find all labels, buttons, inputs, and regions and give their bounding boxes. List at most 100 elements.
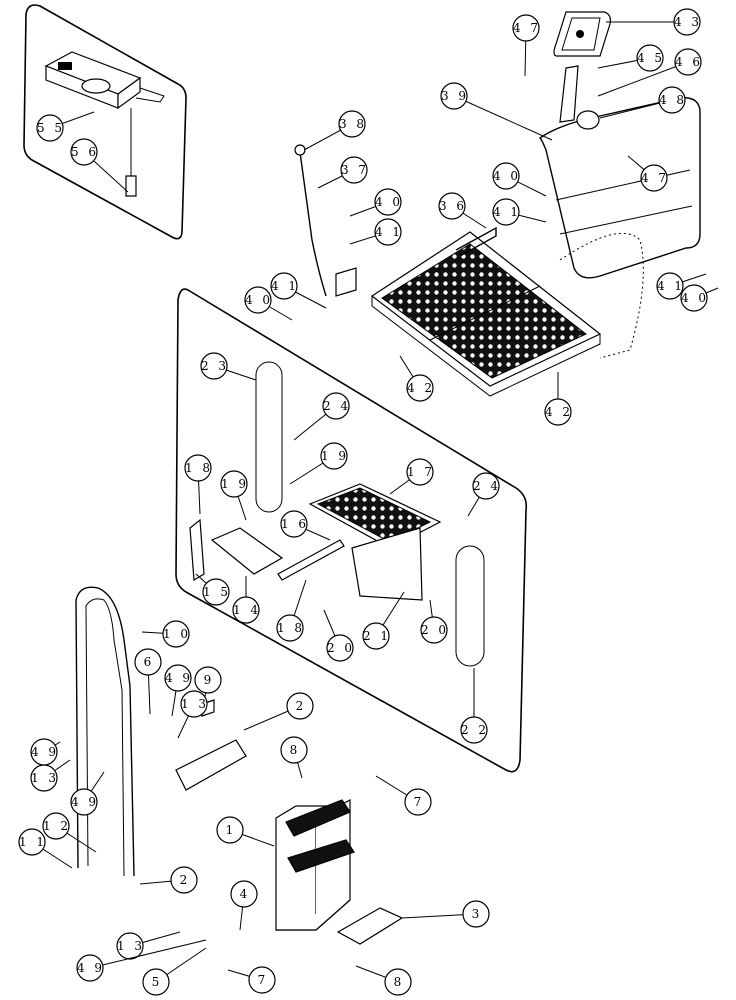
- callout-balloon: [656, 272, 684, 300]
- callout-18: 1 8: [276, 579, 307, 642]
- callout-15: 1 5: [195, 573, 231, 606]
- callout-balloon: [406, 374, 434, 402]
- leader-line: [597, 61, 689, 97]
- callout-number: 4 5: [637, 51, 665, 65]
- callout-40: 4 0: [244, 286, 293, 321]
- callout-balloon: [162, 620, 190, 648]
- callout-balloon: [680, 284, 708, 312]
- callout-balloon: [216, 816, 244, 844]
- callout-number: 4 6: [675, 55, 703, 69]
- side-step: [210, 527, 284, 575]
- callout-balloon: [322, 392, 350, 420]
- callout-balloon: [30, 764, 58, 792]
- callout-balloon: [492, 162, 520, 190]
- support-strap: [277, 539, 345, 581]
- upper-step: [308, 483, 442, 601]
- callout-balloon: [276, 614, 304, 642]
- callout-number: 7: [258, 973, 269, 987]
- callout-number: 3: [472, 907, 483, 921]
- callout-45: 4 5: [597, 44, 665, 72]
- callout-balloon: [180, 690, 208, 718]
- callout-49: 4 9: [164, 664, 192, 717]
- callout-40: 4 0: [349, 188, 403, 217]
- callout-46: 4 6: [597, 48, 703, 97]
- callout-20: 2 0: [323, 609, 355, 662]
- callout-number: 2: [296, 699, 307, 713]
- callout-number: 1 5: [203, 585, 231, 599]
- callout-number: 1 3: [117, 939, 145, 953]
- callout-number: 1 4: [233, 603, 261, 617]
- callout-number: 1 3: [181, 697, 209, 711]
- callout-balloon: [280, 736, 308, 764]
- callout-number: 4 1: [375, 225, 403, 239]
- callout-47: 4 7: [627, 155, 668, 192]
- callout-number: 2 3: [201, 359, 229, 373]
- callout-40: 4 0: [680, 284, 719, 312]
- callout-balloon: [440, 82, 468, 110]
- step-assembly-panel: [175, 288, 528, 773]
- callout-48: 4 8: [599, 86, 687, 119]
- mirror-bracket: [559, 65, 579, 123]
- callout-7: 7: [227, 966, 276, 994]
- callout-number: 4 8: [659, 93, 687, 107]
- mirror-mount-plate: [576, 110, 600, 130]
- callout-balloon: [220, 470, 248, 498]
- callout-balloon: [420, 616, 448, 644]
- callout-number: 6: [144, 655, 155, 669]
- callout-balloon: [460, 716, 488, 744]
- callout-balloon: [170, 866, 198, 894]
- callout-balloon: [374, 218, 402, 246]
- callout-balloon: [384, 968, 412, 996]
- callout-balloon: [230, 880, 258, 908]
- callout-balloon: [374, 188, 402, 216]
- callout-56: 5 6: [70, 138, 129, 193]
- callout-balloon: [286, 692, 314, 720]
- mirror: [553, 11, 611, 57]
- callout-balloon: [340, 156, 368, 184]
- callout-24: 2 4: [293, 392, 350, 441]
- callout-17: 1 7: [389, 458, 434, 495]
- callout-9: 9: [194, 666, 222, 703]
- callout-number: 4 1: [493, 205, 521, 219]
- callout-balloon: [320, 442, 348, 470]
- callout-balloon: [18, 828, 46, 856]
- callout-balloon: [142, 968, 170, 996]
- grab-handle-rod: [299, 151, 327, 297]
- callout-number: 5 5: [37, 121, 65, 135]
- callout-number: 4 2: [407, 381, 435, 395]
- hinge-block: [44, 51, 165, 110]
- callout-number: 4 1: [657, 279, 685, 293]
- callout-balloon: [404, 788, 432, 816]
- grab-handle-lower: [455, 545, 485, 667]
- callout-1: 1: [216, 816, 275, 847]
- callout-balloon: [194, 666, 222, 694]
- callout-18: 1 8: [184, 454, 212, 515]
- callout-37: 3 7: [317, 156, 368, 189]
- callout-11: 1 1: [18, 828, 73, 869]
- callout-6: 6: [134, 648, 162, 715]
- callout-12: 1 2: [42, 812, 97, 853]
- callout-number: 4 3: [674, 15, 702, 29]
- callout-23: 2 3: [200, 352, 257, 381]
- leader-line: [453, 95, 553, 141]
- callout-number: 7: [414, 795, 425, 809]
- callout-8: 8: [355, 965, 412, 996]
- platform-grate: [370, 231, 602, 397]
- callout-balloon: [134, 648, 162, 676]
- callout-2: 2: [139, 866, 198, 894]
- callout-number: 2 4: [473, 479, 501, 493]
- callout-balloon: [270, 272, 298, 300]
- callout-39: 3 9: [440, 82, 553, 141]
- callout-38: 3 8: [303, 110, 367, 151]
- callout-balloon: [673, 8, 701, 36]
- callout-40: 4 0: [492, 162, 547, 197]
- callout-number: 4 0: [375, 195, 403, 209]
- callout-number: 1 2: [43, 819, 71, 833]
- callout-number: 2 0: [327, 641, 355, 655]
- callout-number: 1 8: [277, 621, 305, 635]
- callout-number: 1 3: [31, 771, 59, 785]
- callout-balloon: [70, 788, 98, 816]
- step-ladder: [275, 799, 355, 931]
- callout-number: 3 8: [339, 117, 367, 131]
